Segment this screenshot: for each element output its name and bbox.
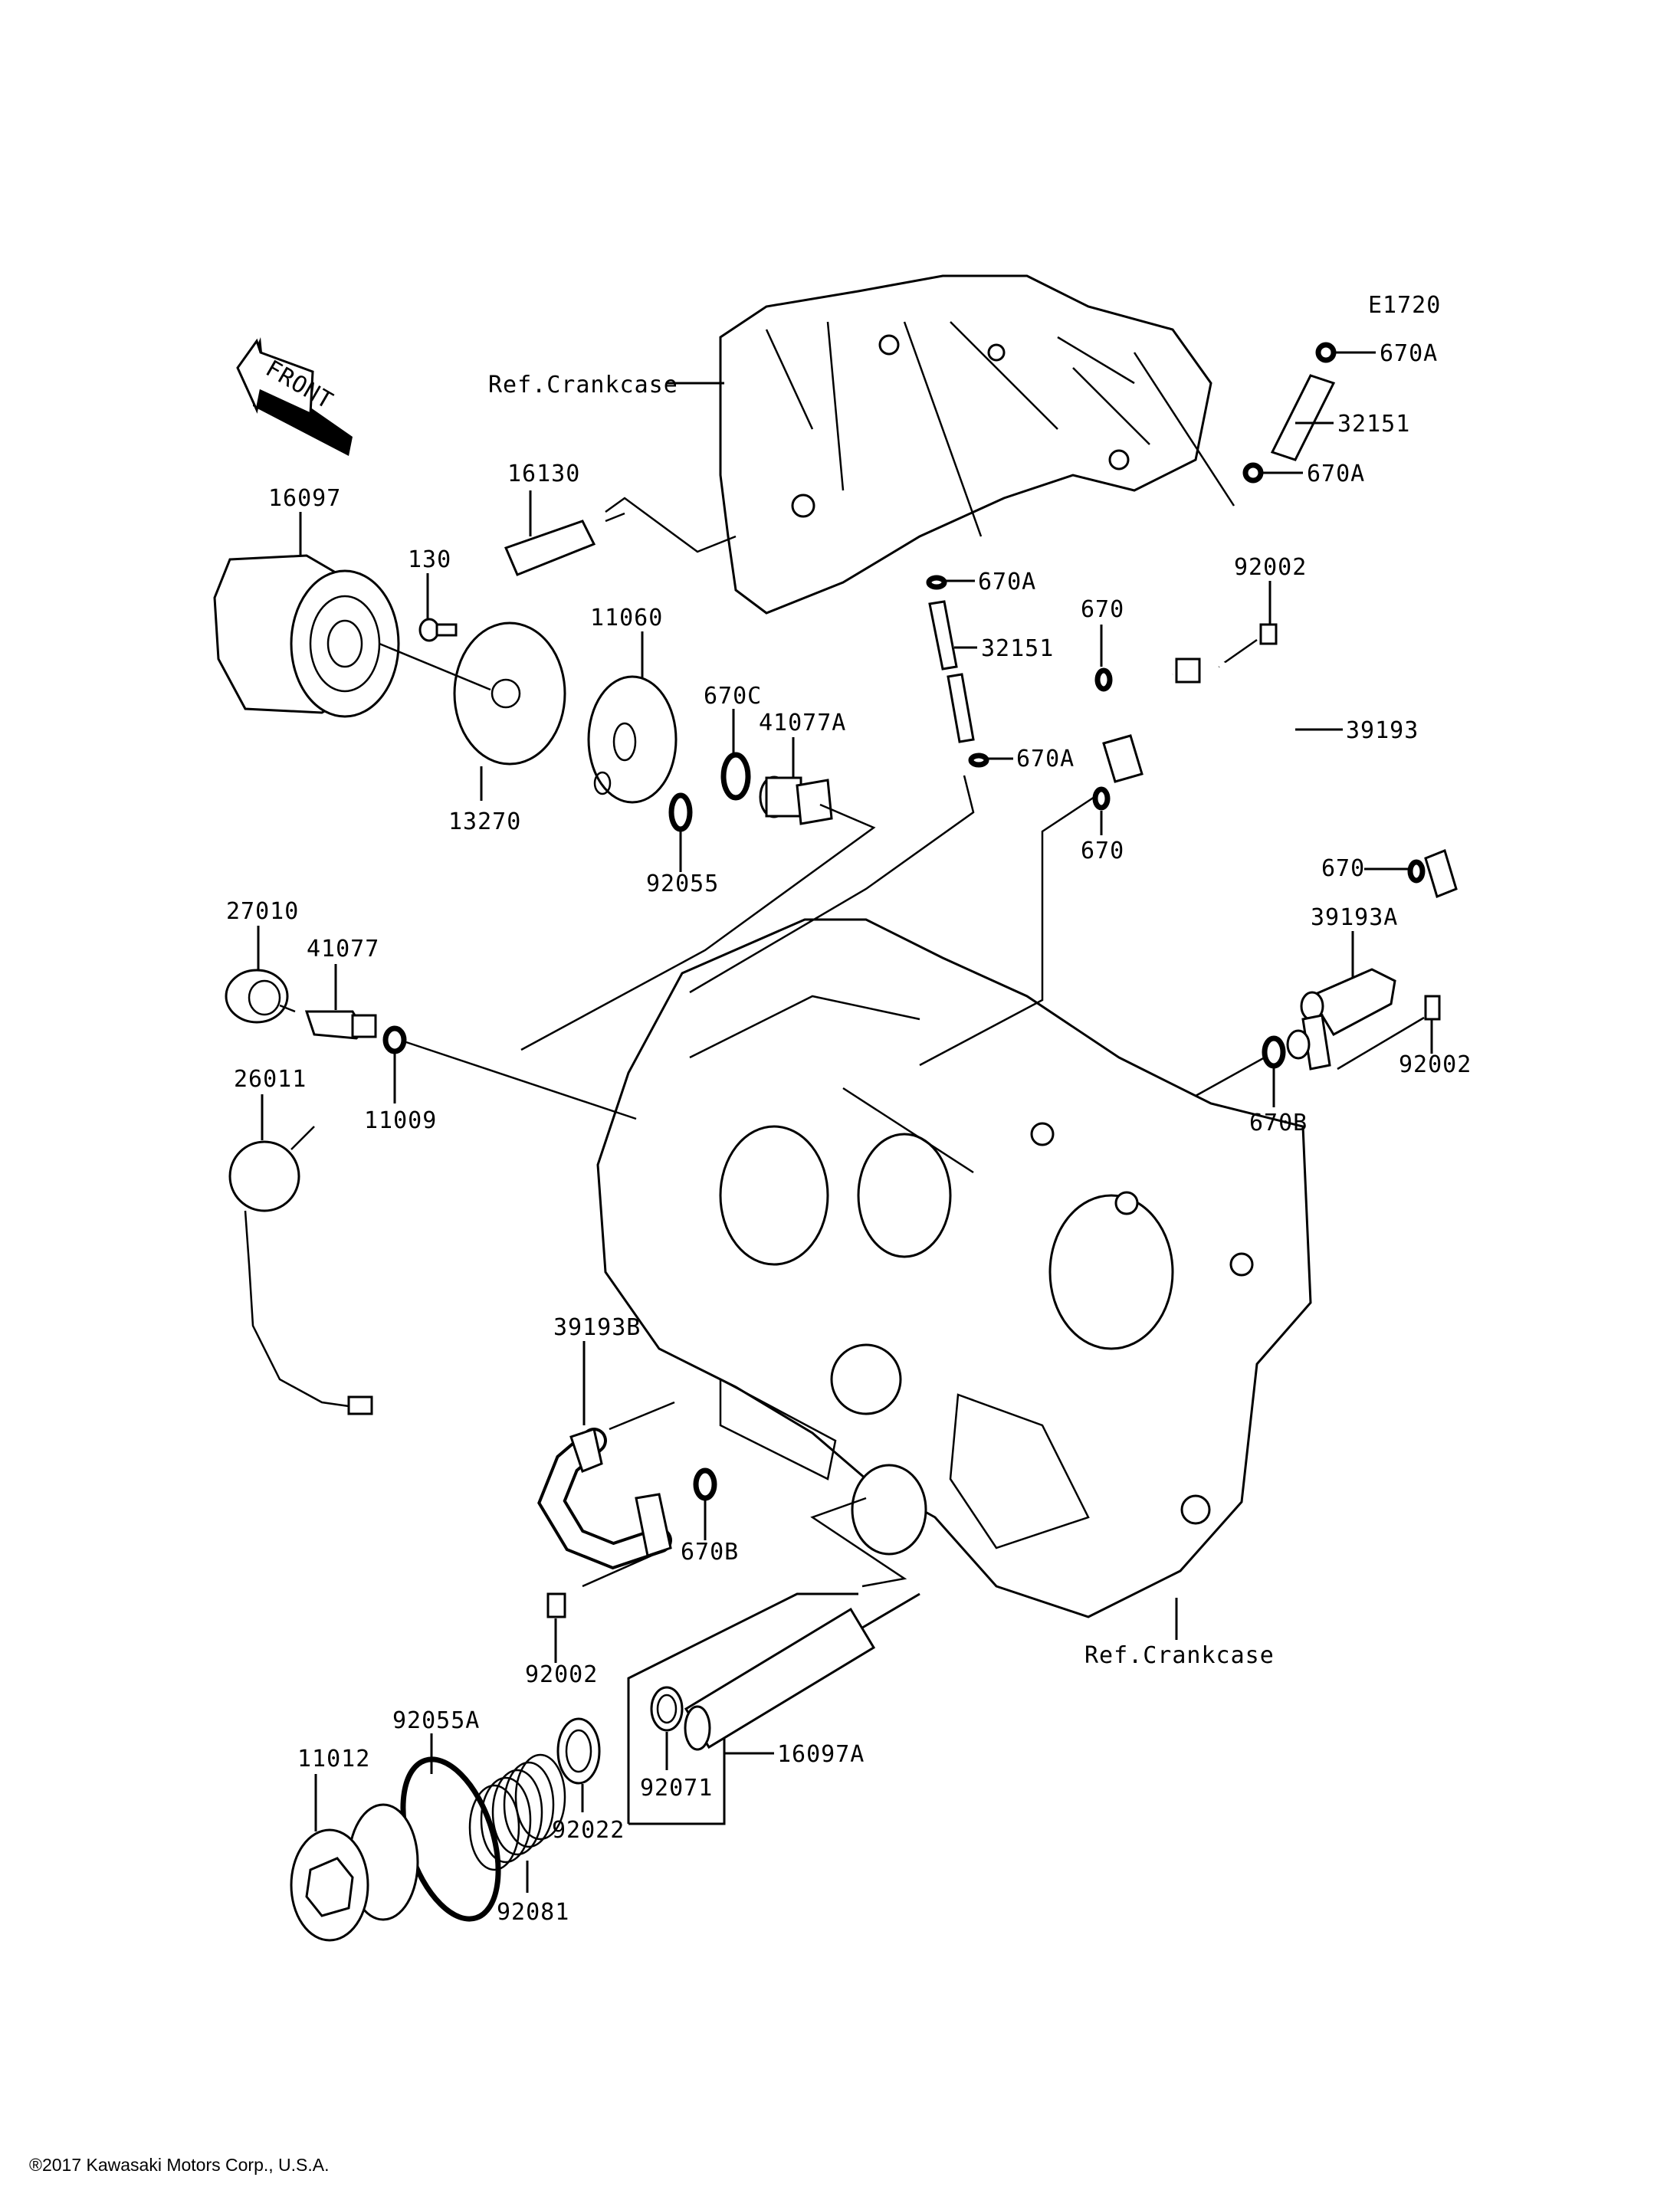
part-670A-mid-top[interactable]: 670A xyxy=(926,569,1036,595)
svg-text:11009: 11009 xyxy=(364,1107,437,1134)
svg-text:670: 670 xyxy=(1081,596,1124,623)
svg-text:Ref.Crankcase: Ref.Crankcase xyxy=(1084,1642,1275,1669)
part-92002-upper[interactable]: 92002 xyxy=(1218,554,1307,668)
part-16097A-strainer-assembly[interactable]: 16097A xyxy=(627,1497,920,1825)
svg-text:92002: 92002 xyxy=(525,1661,598,1688)
part-41077A-plug[interactable]: 41077A xyxy=(520,710,876,1051)
part-92002-right[interactable]: 92002 xyxy=(1337,995,1472,1078)
part-92002-left[interactable]: 92002 xyxy=(525,1554,652,1688)
svg-text:41077A: 41077A xyxy=(759,710,846,736)
part-670A-upper-2[interactable]: 670A xyxy=(1242,461,1365,487)
part-670-middle[interactable]: 670 xyxy=(919,786,1124,1067)
svg-text:92022: 92022 xyxy=(552,1817,625,1844)
part-11009-gasket[interactable]: 11009 xyxy=(364,1025,637,1134)
svg-text:92081: 92081 xyxy=(497,1899,569,1926)
part-92055A-o-ring[interactable]: 92055A xyxy=(385,1707,516,1931)
part-27010-switch[interactable]: 27010 xyxy=(225,898,299,1024)
svg-text:92071: 92071 xyxy=(640,1775,713,1802)
part-41077-fitting[interactable]: 41077 xyxy=(304,936,379,1040)
part-670-right[interactable]: 670 xyxy=(1321,855,1426,884)
part-32151-mid[interactable]: 32151 xyxy=(928,600,1054,743)
front-direction-arrow: FRONT xyxy=(236,337,353,456)
part-670C[interactable]: 670C xyxy=(704,683,762,801)
part-13270-plate[interactable]: 13270 xyxy=(379,621,566,835)
svg-text:39193: 39193 xyxy=(1346,717,1419,744)
part-130-bolt[interactable]: 130 xyxy=(408,546,458,642)
svg-text:32151: 32151 xyxy=(1337,411,1410,438)
svg-text:670: 670 xyxy=(1321,855,1365,882)
part-39193-oil-pipe[interactable]: 39193 xyxy=(1102,655,1458,899)
part-11012-cap[interactable]: 11012 xyxy=(290,1746,419,1942)
svg-text:11060: 11060 xyxy=(590,605,663,631)
svg-text:27010: 27010 xyxy=(226,898,299,925)
svg-text:670B: 670B xyxy=(681,1539,739,1566)
svg-text:130: 130 xyxy=(408,546,451,573)
svg-text:41077: 41077 xyxy=(307,936,379,962)
part-92055[interactable]: 92055 xyxy=(646,792,719,897)
svg-text:Ref.Crankcase: Ref.Crankcase xyxy=(488,372,678,398)
part-92071-grommet[interactable]: 92071 xyxy=(640,1686,713,1802)
svg-text:92002: 92002 xyxy=(1399,1051,1472,1078)
svg-text:670A: 670A xyxy=(978,569,1036,595)
svg-text:11012: 11012 xyxy=(297,1746,370,1772)
copyright-notice: ®2017 Kawasaki Motors Corp., U.S.A. xyxy=(29,2155,330,2175)
part-670B-right[interactable]: 670B xyxy=(1195,1035,1308,1136)
part-670-upper[interactable]: 670 xyxy=(1081,596,1124,692)
part-32151-upper[interactable]: 32151 xyxy=(1270,374,1410,461)
svg-text:16130: 16130 xyxy=(507,461,580,487)
svg-text:39193A: 39193A xyxy=(1311,904,1398,931)
part-92081-spring[interactable]: 92081 xyxy=(468,1753,569,1926)
svg-text:92055A: 92055A xyxy=(392,1707,480,1734)
svg-text:32151: 32151 xyxy=(981,635,1054,662)
svg-text:39193B: 39193B xyxy=(553,1314,641,1341)
svg-text:670A: 670A xyxy=(1016,746,1075,772)
part-16097-oil-filter[interactable]: 16097 xyxy=(213,485,400,718)
svg-text:16097A: 16097A xyxy=(777,1741,865,1768)
svg-text:670: 670 xyxy=(1081,838,1124,864)
svg-text:26011: 26011 xyxy=(234,1066,307,1093)
ref-crankcase-bottom: Ref.Crankcase xyxy=(1084,1598,1275,1669)
svg-text:13270: 13270 xyxy=(448,808,521,835)
part-39193A-oil-pipe[interactable]: 39193A xyxy=(1286,904,1398,1071)
part-16130[interactable]: 16130 xyxy=(504,461,737,576)
part-26011-wire-lead[interactable]: 26011 xyxy=(228,1066,373,1415)
part-670A-top[interactable]: 670A xyxy=(1315,340,1438,367)
svg-text:670B: 670B xyxy=(1249,1110,1308,1136)
svg-text:670A: 670A xyxy=(1380,340,1438,367)
ref-crankcase-top: Ref.Crankcase xyxy=(488,372,724,398)
svg-text:670C: 670C xyxy=(704,683,762,710)
upper-crankcase-outline xyxy=(719,274,1235,615)
main-crankcase-outline xyxy=(596,918,1312,1618)
svg-text:92055: 92055 xyxy=(646,871,719,897)
part-92022-washer[interactable]: 92022 xyxy=(552,1717,625,1844)
part-11060-gasket[interactable]: 11060 xyxy=(587,605,678,804)
part-670B-left[interactable]: 670B xyxy=(681,1467,739,1566)
part-39193B-oil-pipe[interactable]: 39193B xyxy=(537,1314,675,1570)
part-670A-mid-bottom[interactable]: 670A xyxy=(689,746,1075,994)
svg-text:16097: 16097 xyxy=(268,485,341,512)
svg-text:670A: 670A xyxy=(1307,461,1365,487)
diagram-code: E1720 xyxy=(1368,292,1441,319)
svg-text:92002: 92002 xyxy=(1234,554,1307,581)
